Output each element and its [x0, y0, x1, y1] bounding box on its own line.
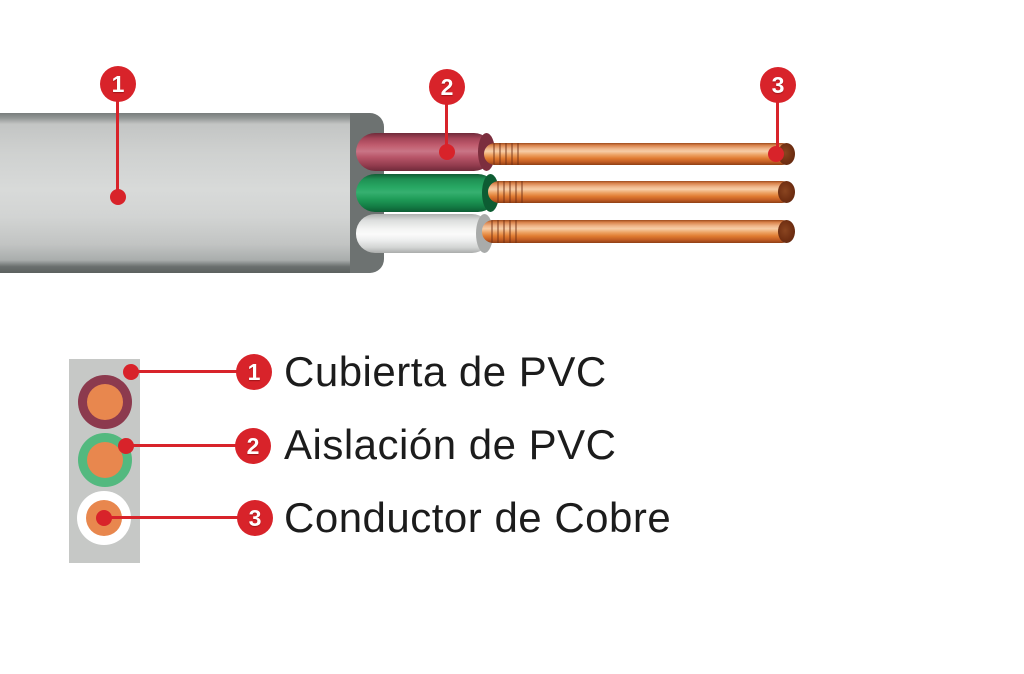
wire-insulation-red: [356, 133, 495, 171]
copper-strands-texture: [497, 181, 527, 203]
legend-line-1: [131, 370, 255, 373]
copper-conductor-top: [484, 143, 795, 165]
wire-insulation-green: [356, 174, 499, 212]
legend-label-conductor: Conductor de Cobre: [284, 494, 672, 541]
legend-line-2: [126, 444, 254, 447]
cross-section-copper-core: [87, 384, 123, 420]
copper-strands-texture: [493, 143, 523, 165]
copper-end-cap: [778, 181, 795, 203]
legend-dot-2: [118, 438, 134, 454]
copper-strands-texture: [491, 220, 521, 243]
callout-line-2: [445, 88, 448, 150]
legend-label-jacket: Cubierta de PVC: [284, 348, 607, 395]
copper-conductor-bottom: [482, 220, 795, 243]
cross-section-wire-red: [78, 375, 132, 429]
legend-line-3: [104, 516, 256, 519]
legend-dot-3: [96, 510, 112, 526]
callout-badge-1: 1: [100, 66, 136, 102]
legend-badge-2: 2: [235, 428, 271, 464]
callout-dot-3: [768, 146, 784, 162]
legend-badge-1: 1: [236, 354, 272, 390]
callout-badge-2: 2: [429, 69, 465, 105]
legend-dot-1: [123, 364, 139, 380]
callout-dot-1: [110, 189, 126, 205]
callout-line-1: [116, 84, 119, 197]
cross-section-copper-core: [87, 442, 123, 478]
copper-end-cap: [778, 220, 795, 243]
copper-conductor-middle: [488, 181, 795, 203]
legend-badge-3: 3: [237, 500, 273, 536]
callout-line-3: [776, 86, 779, 152]
callout-dot-2: [439, 144, 455, 160]
wire-insulation-white: [356, 214, 493, 253]
callout-badge-3: 3: [760, 67, 796, 103]
cable-jacket: [0, 113, 352, 273]
legend-label-insulation: Aislación de PVC: [284, 421, 617, 468]
